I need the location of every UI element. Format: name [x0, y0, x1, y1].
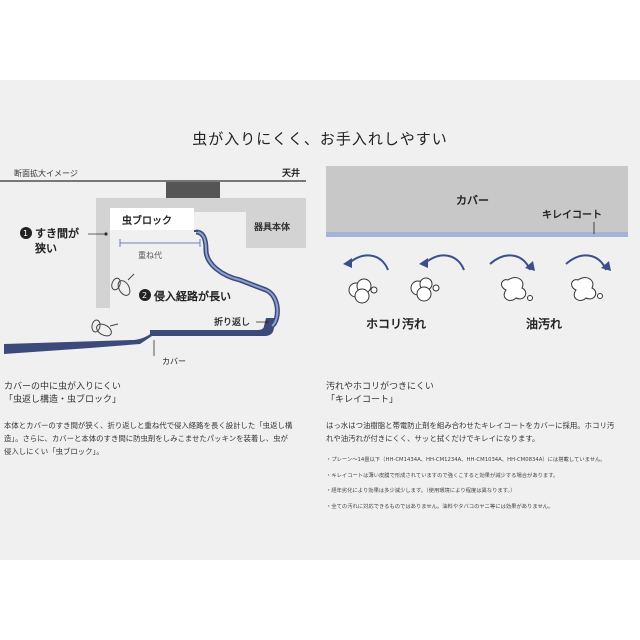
- point1-badge: [20, 227, 32, 239]
- oil-label: 油汚れ: [526, 316, 562, 331]
- ceiling-block: [166, 182, 220, 198]
- point1-line1: すき間が: [35, 226, 79, 240]
- cover-label-right: カバー: [456, 194, 489, 207]
- cover-band: [326, 166, 628, 232]
- dust-particles: [348, 277, 440, 304]
- left-caption: カバーの中に虫が入りにくい 「虫返し構造・虫ブロック」: [4, 381, 121, 407]
- left-caption-line2: 「虫返し構造・虫ブロック」: [4, 395, 122, 405]
- point2-label: 侵入経路が長い: [153, 289, 231, 303]
- right-body-text: はっ水はつ油樹脂と帯電防止剤を組み合わせたキレイコートをカバーに採用。ホコリ汚 …: [326, 419, 632, 445]
- footnote-item: キレイコートは薄い皮膜で形成されていますので強くこすると効果が減少する場合があり…: [326, 472, 626, 482]
- ceiling-label: 天井: [282, 167, 300, 179]
- footnote-item: プレーン〜14畳以下（HH-CM1434A、HH-CM1234A、HH-CM10…: [326, 456, 626, 466]
- left-body-line1: 本体とカバーのすき間が狭く、折り返しと重ね代で侵入経路を長く設計した「虫返し構: [4, 421, 293, 430]
- left-body-line3: 侵入しにくい「虫ブロック」。: [4, 447, 104, 456]
- arrow-left-1: [347, 254, 389, 271]
- point2-badge: [139, 289, 151, 301]
- mushi-block-label: 虫ブロック: [122, 214, 172, 227]
- insect-icon: [111, 273, 135, 296]
- arrow-heads: [343, 258, 611, 271]
- arrow-right-2: [565, 254, 607, 271]
- right-body-line2: れや油汚れが付きにくく、サッと拭くだけでキレイになります。: [326, 434, 540, 443]
- ceiling-line: [0, 180, 306, 182]
- footnote-item: 全ての汚れに対応できるものではありません。油料やタバコのヤニ等には効果がありませ…: [326, 503, 626, 513]
- insect-icon-2: [91, 319, 119, 337]
- left-caption-line1: カバーの中に虫が入りにくい: [4, 382, 121, 392]
- kirei-coat-label: キレイコート: [542, 209, 602, 221]
- left-body-line2: 造」。さらに、カバーと本体のすき間に防虫剤をしみこませたパッキンを装着し、虫が: [4, 434, 288, 443]
- overlap-label: 重ね代: [138, 250, 162, 260]
- fixture-body-block: [246, 212, 306, 248]
- oil-droplets: [501, 277, 603, 301]
- kirei-coat-diagram: カバー キレイコート ホコリ汚れ 油汚れ: [326, 166, 628, 331]
- footnotes: プレーン〜14畳以下（HH-CM1434A、HH-CM1234A、HH-CM10…: [326, 456, 626, 518]
- cover-fold-highlight: [195, 231, 279, 327]
- point1-line2: 狭い: [34, 241, 57, 255]
- footnote-item: 経年劣化により効果は多少減少します。（使用環境により程度は異なります。）: [326, 487, 626, 497]
- fold-label: 折り返し: [214, 316, 250, 328]
- point1-number: 1: [23, 229, 28, 238]
- right-caption: 汚れやホコリがつきにくい 「キレイコート」: [326, 381, 434, 407]
- cover-label: カバー: [162, 357, 186, 366]
- right-caption-line1: 汚れやホコリがつきにくい: [326, 382, 434, 392]
- cross-section-diagram: 断面拡大イメージ 天井 器具本体 虫ブロック 1 すき間が 狭い 重ね代 2 侵…: [0, 167, 306, 366]
- repel-arrows: [347, 254, 607, 271]
- page-headline: 虫が入りにくく、お手入れしやすい: [192, 130, 448, 148]
- right-caption-line2: 「キレイコート」: [326, 395, 399, 405]
- arrow-left-2: [423, 254, 465, 271]
- arrow-right-1: [489, 254, 531, 271]
- cross-section-title: 断面拡大イメージ: [14, 168, 78, 178]
- left-body-text: 本体とカバーのすき間が狭く、折り返しと重ね代で侵入経路を長く設計した「虫返し構 …: [4, 419, 314, 458]
- right-body-line1: はっ水はつ油樹脂と帯電防止剤を組み合わせたキレイコートをカバーに採用。ホコリ汚: [326, 421, 615, 430]
- mushi-block-box: [110, 208, 194, 230]
- point2-number: 2: [142, 291, 147, 300]
- fixture-body-label: 器具本体: [253, 221, 291, 233]
- kirei-coat-band: [326, 232, 628, 237]
- dust-label: ホコリ汚れ: [366, 316, 426, 331]
- cover-edge: [4, 318, 274, 354]
